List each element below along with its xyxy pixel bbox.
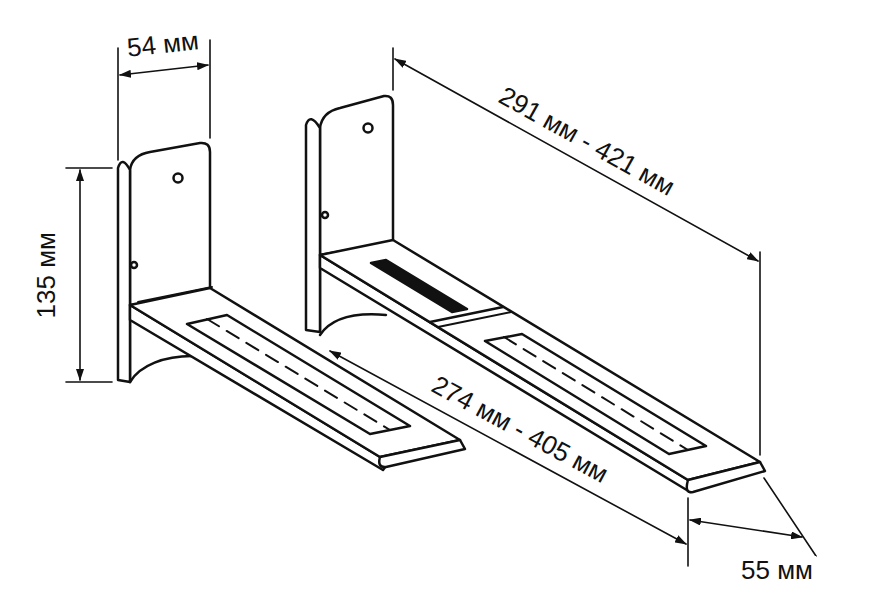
dimension-lines (66, 40, 816, 566)
dimension-label: 274 мм - 405 мм (424, 368, 615, 489)
dimension-label: 54 мм (123, 26, 203, 63)
dimension-label: 135 мм (32, 229, 61, 321)
right-bracket (306, 96, 765, 492)
dimension-label: 291 мм - 421 мм (492, 79, 682, 202)
dimension-label: 55 мм (738, 556, 816, 585)
